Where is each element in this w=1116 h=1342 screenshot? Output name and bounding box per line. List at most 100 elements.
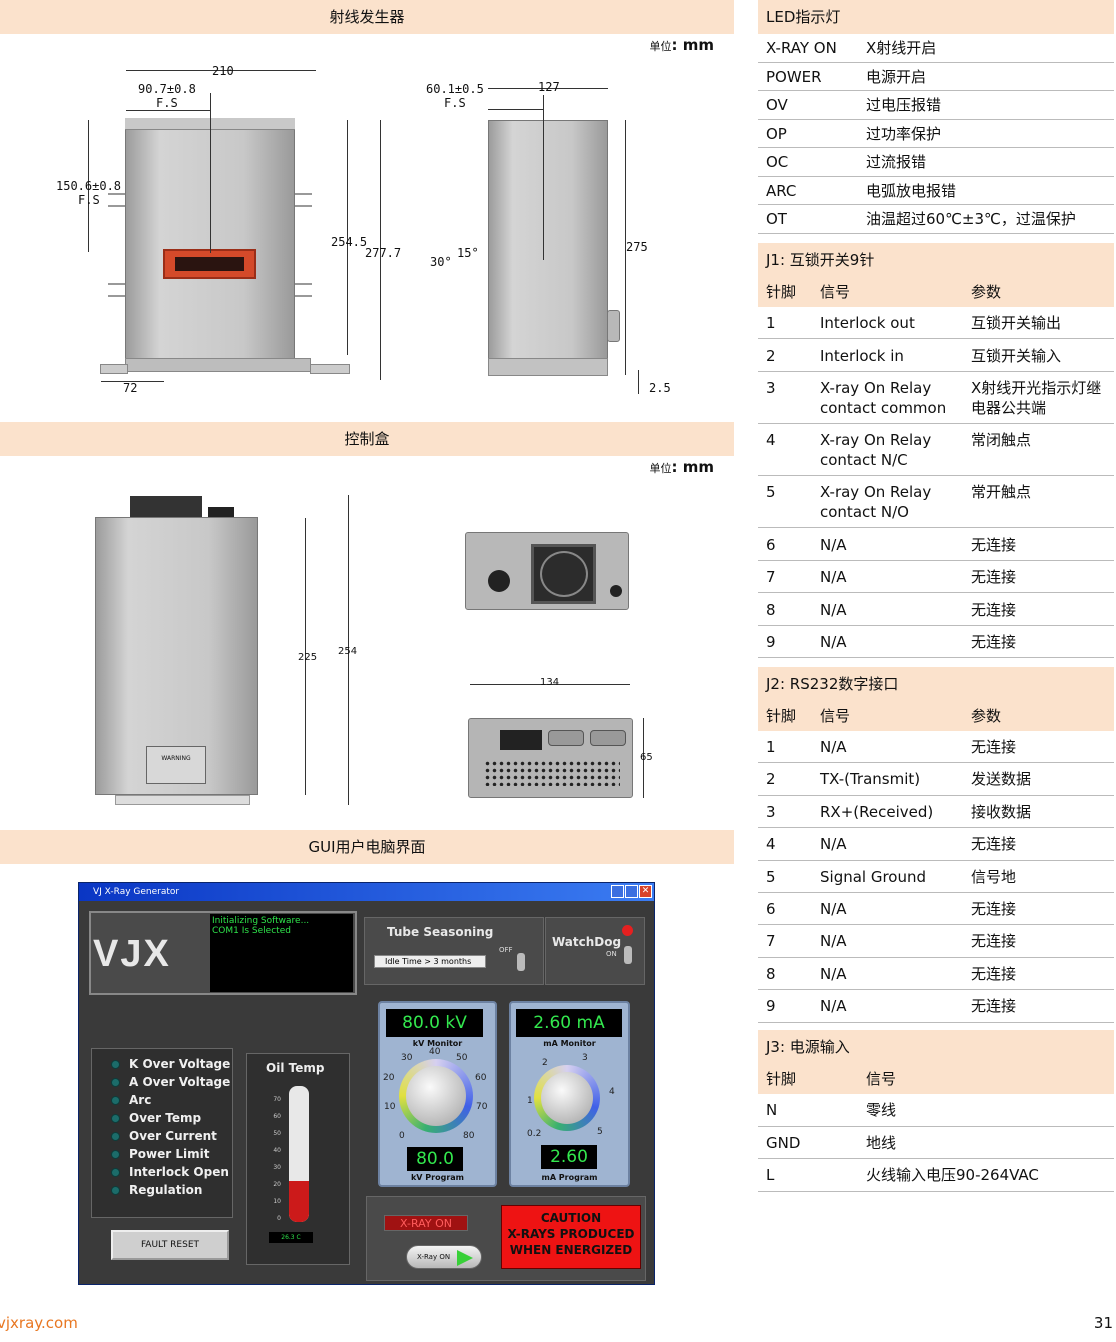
led_table-cell: 电弧放电报错 <box>866 181 957 200</box>
led_table-cell: OC <box>766 153 789 171</box>
j2-cell: TX-(Transmit) <box>820 770 921 789</box>
oil-thermometer <box>289 1086 309 1222</box>
idle-time-select[interactable]: Idle Time > 3 months <box>374 955 486 968</box>
j2-cell: 接收数据 <box>971 802 1032 821</box>
j1-cell: 无连接 <box>971 633 1017 651</box>
watchdog-label: WatchDog <box>552 935 622 949</box>
oil-thermometer-fill <box>289 1181 309 1222</box>
j2-cell: 3 <box>766 802 776 821</box>
j1-cell: 互锁开关输出 <box>971 314 1062 332</box>
kv-tick-80: 80 <box>463 1131 475 1141</box>
led_table-cell: POWER <box>766 67 822 86</box>
j1-cell: N/A <box>820 568 847 586</box>
ma-program-input[interactable]: 2.60 <box>541 1145 597 1169</box>
j1-cell: 7 <box>766 568 776 586</box>
close-button[interactable]: ✕ <box>639 885 652 898</box>
j1-cell: 常开触点 <box>971 483 1032 501</box>
led_table-cell: OT <box>766 210 787 228</box>
j2-cell: 8 <box>766 964 776 983</box>
dim-127: 127 <box>538 80 560 94</box>
j1-table-title: J1: 互锁开关9针 <box>758 243 1114 277</box>
j1-cell: X-ray On Relay contact N/O <box>820 483 932 521</box>
j2-cell: N/A <box>820 997 847 1016</box>
dim-254: 254 <box>338 646 358 657</box>
j3-table-title: J3: 电源输入 <box>758 1030 1114 1064</box>
warning-label: WARNING <box>146 746 206 784</box>
watchdog-toggle[interactable] <box>624 946 632 964</box>
j2-cell: 无连接 <box>971 835 1017 854</box>
ma-tick-2: 2 <box>542 1058 548 1068</box>
xray-on-button[interactable]: X-Ray ON <box>406 1245 482 1269</box>
oil-temp-readout: 26.3 C <box>269 1232 313 1243</box>
j3-cell: 火线输入电压90-264VAC <box>866 1166 1039 1184</box>
ma-monitor-label: mA Monitor <box>543 1039 596 1048</box>
j1-cell: X-ray On Relay contact N/C <box>820 431 932 469</box>
ma-knob[interactable] <box>534 1065 600 1131</box>
j1-cell: 3 <box>766 379 776 397</box>
j2-cell: 信号地 <box>971 867 1017 886</box>
j3-cell: GND <box>766 1133 801 1152</box>
j1-cell: 6 <box>766 536 776 554</box>
logo: VJX <box>93 933 171 975</box>
j2-cell: 1 <box>766 738 776 756</box>
j2-cell: 无连接 <box>971 932 1017 951</box>
seasoning-toggle[interactable] <box>517 953 525 971</box>
j2-cell: 7 <box>766 932 776 951</box>
console-output: Initializing Software...COM1 Is Selected <box>210 914 353 992</box>
kv-program-input[interactable]: 80.0 <box>407 1147 463 1171</box>
kv-program-label: kV Program <box>410 1173 464 1182</box>
section-control-box-title: 控制盒 <box>0 422 734 456</box>
dim-2-5: 2.5 <box>649 381 671 395</box>
dim-150-6: 150.6±0.8 <box>56 179 122 193</box>
maximize-button[interactable] <box>625 885 638 898</box>
j1-header-row: 针脚信号参数 <box>758 277 1114 307</box>
fault-a-over-voltage: A Over Voltage <box>111 1073 230 1091</box>
ma-tick-1: 1 <box>527 1096 533 1106</box>
minimize-button[interactable] <box>611 885 624 898</box>
led_table-cell: 过电压报错 <box>866 96 942 114</box>
fault-power-limit: Power Limit <box>111 1145 230 1163</box>
fault-interlock-open: Interlock Open <box>111 1163 230 1181</box>
kv-tick-50: 50 <box>456 1053 468 1063</box>
angle-15: 15° <box>457 246 479 260</box>
ma-tick-0-2: 0.2 <box>527 1129 542 1139</box>
gui-window: VJ X-Ray Generator ✕ VJX Initializing So… <box>78 882 655 1285</box>
j3-cell: N <box>766 1101 778 1119</box>
kv-knob[interactable] <box>399 1059 473 1133</box>
j2-table-title: J2: RS232数字接口 <box>758 667 1114 701</box>
kv-tick-20: 20 <box>383 1073 395 1083</box>
fault-reset-button[interactable]: FAULT RESET <box>111 1230 229 1260</box>
j1-cell: 常闭触点 <box>971 431 1032 449</box>
watchdog-on-label: ON <box>606 950 617 958</box>
fault-over-current: Over Current <box>111 1127 230 1145</box>
j1-cell: 2 <box>766 347 776 365</box>
dim-60-1: 60.1±0.5 <box>426 82 484 96</box>
j2-cell: Signal Ground <box>820 867 927 886</box>
j2-cell: 2 <box>766 770 776 789</box>
dim-90-7: 90.7±0.8 <box>138 82 196 96</box>
j2-cell: 4 <box>766 835 776 854</box>
j2-cell: 无连接 <box>971 899 1017 918</box>
tube-seasoning-label: Tube Seasoning <box>387 925 494 939</box>
oil-temp-label: Oil Temp <box>266 1061 325 1075</box>
dim-fs-2: F.S <box>78 193 100 207</box>
j2-cell: 无连接 <box>971 738 1017 756</box>
fault-regulation: Regulation <box>111 1181 230 1199</box>
